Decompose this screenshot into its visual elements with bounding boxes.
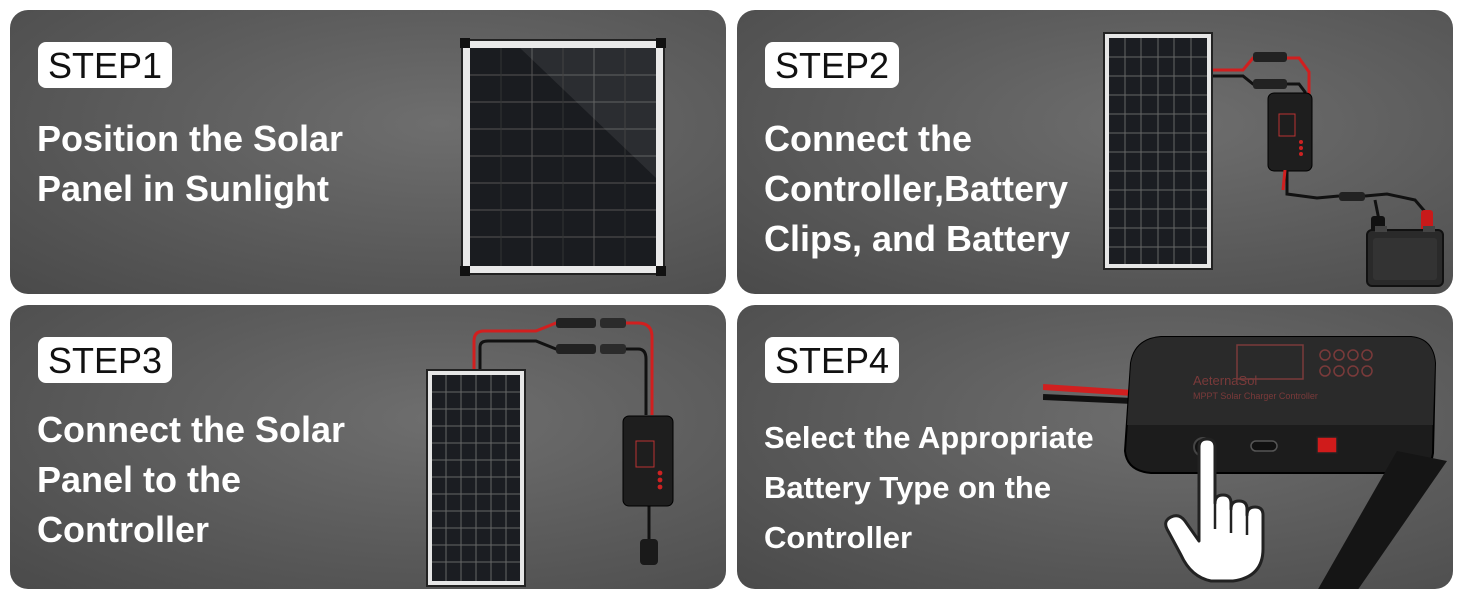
cable-connector-icon (472, 318, 658, 565)
step-card-3: STEP3 Connect the Solar Panel to the Con… (10, 305, 726, 589)
pointing-hand-icon (1164, 437, 1265, 583)
charge-controller-icon (622, 415, 674, 507)
step-title: Position the Solar Panel in Sunlight (37, 118, 344, 209)
solar-panel-icon (1103, 32, 1213, 270)
controller-model: MPPT Solar Charger Controller (1193, 391, 1318, 401)
solar-panel-icon (460, 38, 666, 276)
controller-brand: AeternaSol (1193, 373, 1257, 388)
usb-port-icon (1250, 440, 1278, 452)
solar-panel-icon (426, 369, 526, 587)
cable-connector-icon (1043, 384, 1133, 404)
step-badge: STEP3 (38, 337, 173, 383)
battery-icon (1366, 226, 1444, 287)
cable-connector-icon (1213, 52, 1311, 98)
step-title: Connect the Solar Panel to the Controlle… (37, 409, 346, 550)
step-title: Connect the Controller,Battery Clips, an… (764, 118, 1071, 259)
step-card-2: STEP2 Connect the Controller,Battery Cli… (737, 10, 1453, 294)
charge-controller-icon (1267, 92, 1313, 172)
cable-connector-icon (1318, 451, 1447, 589)
step-card-4: STEP4 Select the Appropriate Battery Typ… (737, 305, 1453, 589)
step-badge: STEP4 (765, 337, 900, 383)
step-card-1: STEP1 Position the Solar Panel in Sunlig… (10, 10, 726, 294)
step-badge: STEP2 (765, 42, 900, 88)
step-badge: STEP1 (38, 42, 173, 88)
step-title: Select the Appropriate Battery Type on t… (764, 420, 1094, 555)
